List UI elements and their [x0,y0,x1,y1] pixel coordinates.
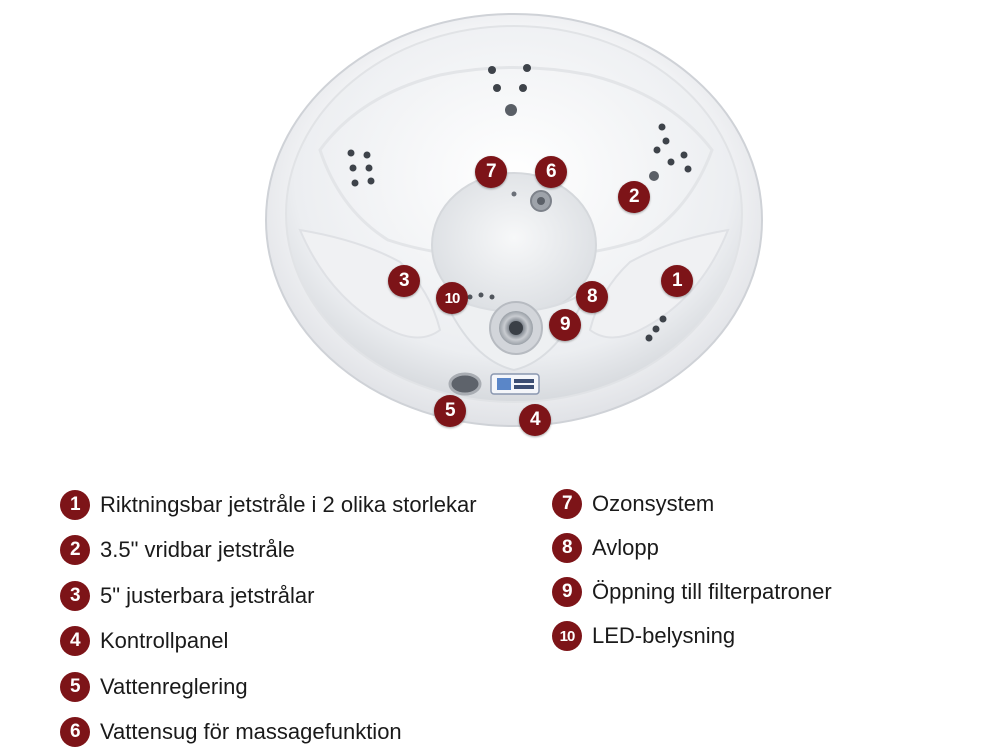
legend-badge: 6 [60,717,90,748]
legend-badge: 4 [60,626,90,657]
legend-badge: 8 [552,533,582,563]
legend-right-column: 7 Ozonsystem 8 Avlopp 9 Öppning till fil… [552,482,832,658]
legend-text: Kontrollpanel [100,628,229,654]
jet-cluster-right [649,123,692,181]
legend-badge: 9 [552,577,582,607]
right-seat [588,228,730,339]
legend-item-5: 5 Vattenreglering [60,664,477,710]
legend-item-1: 1 Riktningsbar jetstråle i 2 olika storl… [60,482,477,528]
marker-5: 5 [434,395,466,427]
left-seat [298,228,442,339]
marker-3: 3 [388,265,420,297]
legend-item-7: 7 Ozonsystem [552,482,832,526]
legend-text: Ozonsystem [592,491,715,516]
legend-item-6: 6 Vattensug för massagefunktion [60,710,477,756]
hot-tub-illustration [265,13,763,427]
marker-4: 4 [519,404,551,436]
marker-10: 10 [436,282,468,314]
legend-text: LED-belysning [592,623,736,648]
legend-text: Vattensug för massagefunktion [100,719,402,745]
legend-left-column: 1 Riktningsbar jetstråle i 2 olika storl… [60,482,477,755]
seat-contour [318,66,714,258]
legend-item-8: 8 Avlopp [552,526,832,570]
legend-text: Avlopp [592,535,659,560]
legend-badge: 7 [552,489,582,519]
legend-item-3: 3 5" justerbara jetstrålar [60,573,477,619]
marker-1: 1 [661,265,693,297]
legend-item-9: 9 Öppning till filterpatroner [552,570,832,614]
led-light-row [467,292,495,300]
legend-badge: 10 [552,621,582,651]
marker-6: 6 [535,156,567,188]
legend-badge: 2 [60,535,90,566]
legend-badge: 5 [60,671,90,702]
legend-item-10: 10 LED-belysning [552,614,832,658]
legend-text: Öppning till filterpatroner [592,579,832,604]
legend-text: Riktningsbar jetstråle i 2 olika storlek… [100,491,477,517]
ozone-outlet [511,191,517,197]
legend-item-4: 4 Kontrollpanel [60,619,477,665]
jet-cluster-lower-right [645,315,667,342]
legend-text: 3.5" vridbar jetstråle [100,537,295,563]
marker-7: 7 [475,156,507,188]
marker-9: 9 [549,309,581,341]
legend-item-2: 2 3.5" vridbar jetstråle [60,528,477,574]
legend-badge: 1 [60,489,90,520]
marker-8: 8 [576,281,608,313]
legend-text: Vattenreglering [100,673,248,699]
jet-cluster-left [347,149,375,187]
legend-badge: 3 [60,580,90,611]
jet-cluster-top [488,64,531,116]
water-control-knob [448,372,482,396]
marker-2: 2 [618,181,650,213]
legend-text: 5" justerbara jetstrålar [100,582,315,608]
